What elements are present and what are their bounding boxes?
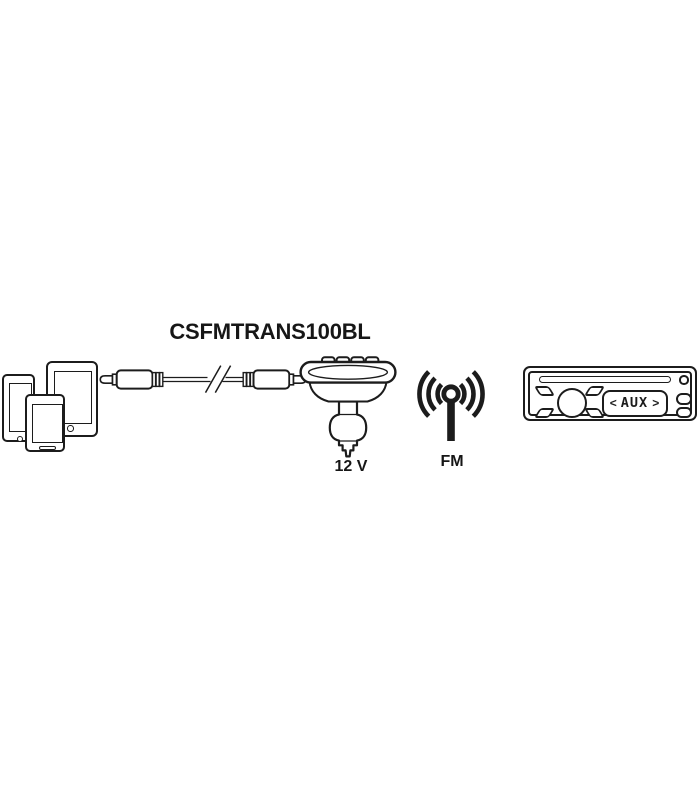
product-model-title: CSFMTRANS100BL [169,319,371,344]
radio-waves-left [417,370,431,418]
radio-waves-right [458,382,467,406]
radio-waves-left [435,382,444,406]
jack-body-right [252,369,291,390]
car-plug-12v [328,400,368,458]
fm-antenna-icon [417,370,485,441]
jack-tip-left [99,375,114,384]
jack-body-left [115,369,154,390]
cd-slot [539,376,671,383]
stereo-side-button-1 [676,393,692,405]
smartphone-home-button [16,435,23,442]
radio-waves-left [426,376,437,412]
transmitter-body [308,380,388,403]
volume-knob [556,388,587,418]
display-right-arrow: > [652,396,660,410]
antenna-mast [447,399,455,441]
car-stereo-icon: < AUX > [523,366,697,421]
radio-waves-right [465,376,476,412]
antenna-ring [441,384,461,404]
radio-waves-right [471,370,485,418]
aux-display: < AUX > [601,389,668,417]
stereo-side-button-2 [676,406,692,418]
smartphone-icon [25,394,65,452]
cable-wire-right [222,376,244,383]
power-button [679,375,689,385]
plug-contact-seams [339,413,357,442]
transmitter-top-inset [307,364,389,380]
smartphone-screen [31,403,63,443]
cable-wire-left [162,376,211,383]
smartphone-speaker [38,445,56,450]
fm-band-label: FM [440,453,464,470]
plug-voltage-label: 12 V [334,458,368,475]
display-left-arrow: < [609,396,617,410]
cable-break-slashes [204,365,232,393]
aux-jack-cable-icon [99,365,307,393]
tablet-home-button [67,425,74,432]
display-source-value: AUX [620,395,649,411]
fm-transmitter-car-plug-icon [299,356,397,458]
